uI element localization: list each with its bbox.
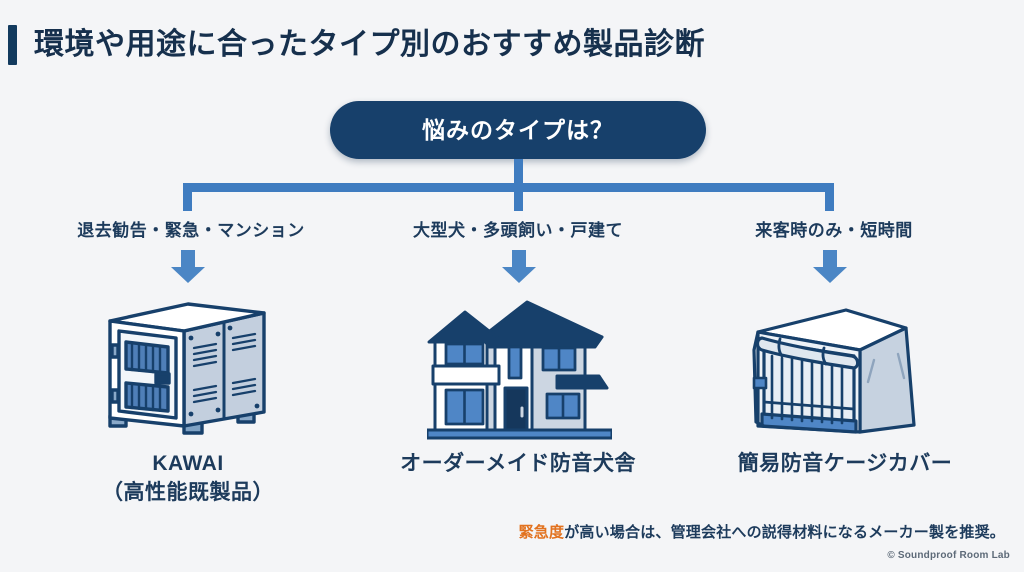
footnote-rest: が高い場合は、管理会社への説得材料になるメーカー製を推奨。 (564, 524, 1005, 541)
house-icon (426, 300, 612, 440)
illustration-slot-2 (404, 285, 634, 440)
connector-drop-right (825, 183, 834, 211)
covered-cage-icon (752, 308, 916, 434)
soundproof-cabinet-icon (108, 302, 266, 435)
branch-condition-2: 大型犬・多頭飼い・戸建て (413, 220, 623, 240)
footnote-highlight: 緊急度 (518, 524, 565, 541)
product-name-3-line-1: 簡易防音ケージカバー (737, 452, 953, 475)
arrow-down-icon-1 (170, 250, 206, 284)
connector-drop-center (514, 183, 523, 211)
arrow-down-icon-2 (501, 250, 537, 284)
page-title-row: 環境や用途に合ったタイプ別のおすすめ製品診断 (0, 20, 1024, 70)
connector-bus (183, 183, 834, 192)
product-caption-1: KAWAI （高性能既製品） (43, 452, 333, 505)
connector-stem (514, 159, 523, 187)
decision-question-box: 悩みのタイプは？ (330, 101, 706, 159)
product-name-2-line-1: オーダーメイド防音犬舎 (400, 452, 636, 475)
illustration-slot-3 (713, 285, 943, 440)
footnote: 緊急度が高い場合は、管理会社への説得材料になるメーカー製を推奨。 (0, 521, 1005, 542)
connector-drop-left (183, 183, 192, 211)
arrow-down-icon-3 (812, 250, 848, 284)
title-accent-bar (8, 25, 17, 65)
branch-condition-3: 来客時のみ・短時間 (755, 220, 913, 240)
illustration-slot-1 (73, 285, 303, 440)
product-caption-3: 簡易防音ケージカバー (700, 452, 990, 476)
product-name-1-line-1: KAWAI (152, 452, 224, 475)
product-name-1-line-2: （高性能既製品） (102, 481, 274, 505)
product-caption-2: オーダーメイド防音犬舎 (363, 452, 673, 476)
branch-condition-1: 退去勧告・緊急・マンション (77, 220, 305, 240)
copyright-text: © Soundproof Room Lab (887, 550, 1010, 561)
decision-question-label: 悩みのタイプは？ (422, 116, 614, 143)
page-title: 環境や用途に合ったタイプ別のおすすめ製品診断 (34, 28, 705, 61)
